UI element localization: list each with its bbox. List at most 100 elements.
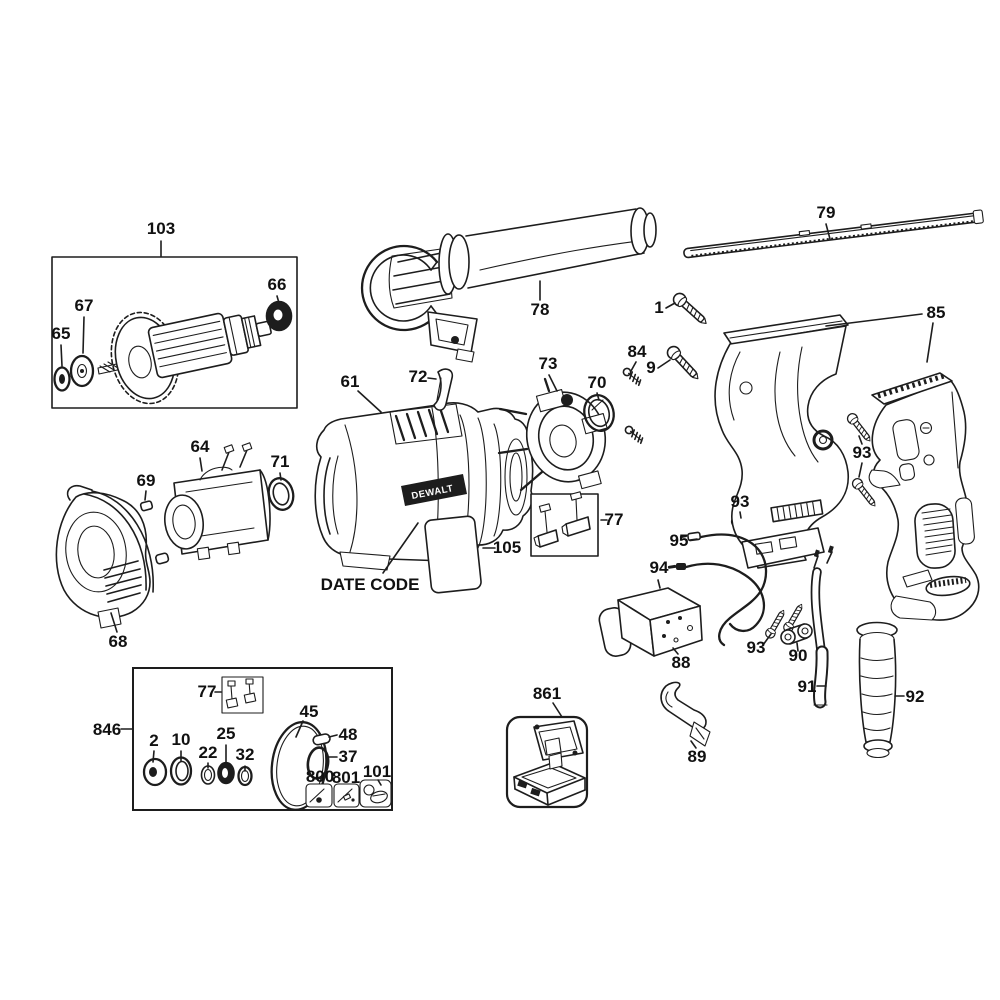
part-label-10: 10	[172, 730, 191, 749]
clip-89	[660, 681, 711, 747]
part-label-78: 78	[531, 300, 550, 319]
part-label-95: 95	[670, 531, 689, 550]
grease-101	[359, 779, 392, 808]
bearing-66	[265, 300, 293, 332]
label-105-blank	[424, 515, 482, 594]
part-label-77: 77	[605, 510, 624, 529]
leader-line-94	[668, 566, 677, 569]
cord-91	[810, 545, 834, 709]
ring-71	[267, 477, 295, 511]
washer-25	[217, 761, 235, 785]
leader-line-85	[825, 313, 923, 327]
leader-line-71	[279, 472, 282, 481]
leader-line-93	[762, 633, 772, 646]
part-label-846: 846	[93, 720, 121, 739]
kit-box-846	[132, 667, 393, 811]
packet-801	[333, 783, 360, 808]
part-label-84: 84	[628, 342, 647, 361]
clip-72	[433, 368, 454, 411]
leader-line-2	[152, 750, 155, 763]
part-label-37: 37	[339, 747, 358, 766]
leader-line-48	[328, 734, 338, 738]
part-label-48: 48	[339, 725, 358, 744]
ring-70	[583, 394, 615, 432]
part-label-65: 65	[52, 324, 71, 343]
washer-67	[69, 354, 95, 388]
fan-baffle-68	[55, 484, 154, 629]
part-label-800: 800	[306, 767, 334, 786]
leader-line-90	[796, 642, 799, 652]
part-label-91: 91	[798, 677, 817, 696]
leader-line-67	[82, 316, 85, 354]
part-label-861: 861	[533, 684, 561, 703]
part-label-79: 79	[817, 203, 836, 222]
leader-line-93	[739, 511, 742, 519]
part-label-92: 92	[906, 687, 925, 706]
leader-line-date-code	[382, 522, 419, 574]
part-label-72: 72	[409, 367, 428, 386]
switch-88	[598, 579, 703, 657]
armature-drawing	[97, 311, 272, 405]
dewalt-logo-banner	[401, 474, 467, 506]
kit-brush-box-77	[221, 676, 264, 714]
leader-line-79	[825, 223, 831, 240]
leader-line-69	[144, 490, 147, 501]
leader-line-64	[199, 457, 203, 472]
part-label-64: 64	[191, 437, 210, 456]
sleeve-92	[856, 621, 898, 759]
part-label-66: 66	[268, 275, 287, 294]
part-label-9: 9	[646, 358, 655, 377]
part-label-105: 105	[493, 538, 521, 557]
leader-line-84	[630, 361, 637, 372]
part-label-date-code: DATE CODE	[321, 575, 420, 594]
leader-line-61	[357, 390, 382, 413]
part-label-69: 69	[137, 471, 156, 490]
brush-77	[533, 503, 559, 548]
housing-left-half	[714, 314, 849, 569]
part-label-67: 67	[75, 296, 94, 315]
screw-1	[670, 290, 712, 329]
leader-line-72	[427, 377, 437, 380]
part-label-68: 68	[109, 632, 128, 651]
leader-line-9	[657, 359, 671, 369]
motor-housing-drawing: DEWALT	[314, 402, 534, 571]
leader-line-85	[926, 322, 934, 363]
brush-box-77	[530, 491, 599, 557]
part-label-88: 88	[672, 653, 691, 672]
leader-line-73	[548, 374, 558, 392]
leader-line-95	[689, 538, 698, 541]
part-label-85: 85	[927, 303, 946, 322]
part-label-70: 70	[588, 373, 607, 392]
part-label-93: 93	[731, 492, 750, 511]
clamp-90	[780, 623, 813, 645]
case-861	[505, 715, 589, 809]
part-label-94: 94	[650, 558, 669, 577]
part-label-93: 93	[747, 638, 766, 657]
part-label-89: 89	[688, 747, 707, 766]
pin-69	[155, 552, 170, 565]
leader-line-93	[858, 435, 863, 445]
screw-9	[664, 343, 704, 384]
leader-line-93	[858, 462, 863, 478]
wire-94	[667, 562, 765, 633]
washer-65	[53, 366, 71, 392]
leader-line-45	[295, 720, 304, 738]
part-label-22: 22	[199, 743, 218, 762]
part-label-93: 93	[853, 443, 872, 462]
leader-line-1	[665, 302, 676, 309]
brush-77	[561, 491, 591, 537]
part-label-25: 25	[217, 724, 236, 743]
field-64	[164, 442, 271, 561]
o-ring-37	[306, 746, 330, 780]
packet-800	[305, 783, 333, 808]
leader-line-101	[377, 779, 382, 786]
part-label-1: 1	[654, 298, 663, 317]
part-label-101: 101	[363, 762, 391, 781]
spring-screw	[623, 424, 646, 445]
part-label-45: 45	[300, 702, 319, 721]
leader-line-89	[690, 740, 697, 749]
part-label-73: 73	[539, 354, 558, 373]
